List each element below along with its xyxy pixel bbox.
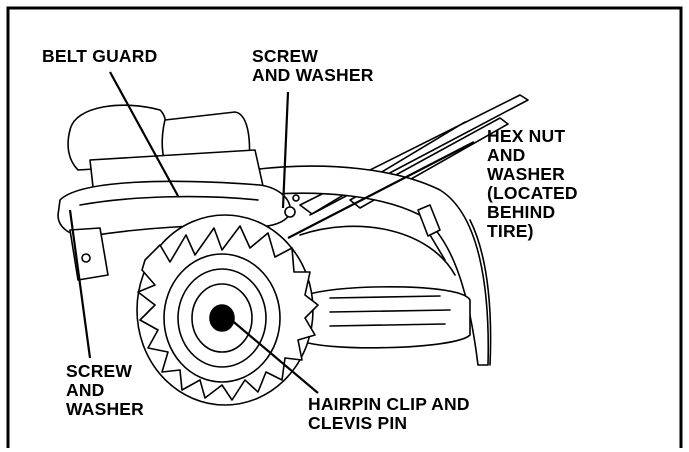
hood-tail — [469, 219, 492, 366]
belt-guard-label: BELT GUARD — [42, 46, 158, 66]
leader-lines — [68, 71, 475, 394]
depth-stake — [417, 204, 441, 237]
leader-screw-left — [68, 209, 92, 359]
panel-slot-1 — [329, 295, 441, 299]
hairpin-clip-label: HAIRPIN CLIP AND CLEVIS PIN — [308, 394, 470, 433]
belt-guard-inner — [79, 195, 259, 206]
diagram-border — [6, 6, 683, 448]
left-bracket — [69, 227, 109, 281]
screw-and-washer-top-label: SCREW AND WASHER — [252, 46, 374, 85]
hub — [209, 304, 235, 332]
handle-bar-lower — [309, 121, 466, 216]
hood-arc — [299, 225, 456, 276]
leader-hex-nut — [287, 141, 475, 239]
screw-and-washer-left-label: SCREW AND WASHER — [66, 361, 145, 419]
wheel — [136, 214, 319, 406]
screw-top — [284, 206, 296, 218]
panel-slot-3 — [329, 323, 446, 327]
leader-hairpin — [228, 317, 319, 394]
hex-nut-label: HEX NUT AND WASHER (LOCATED BEHIND TIRE) — [487, 126, 578, 241]
leader-belt-guard — [109, 71, 179, 197]
panel-slot-2 — [329, 309, 451, 313]
tiller-illustration — [57, 94, 529, 406]
rear-panel — [299, 286, 471, 349]
leader-screw-top — [281, 91, 290, 209]
